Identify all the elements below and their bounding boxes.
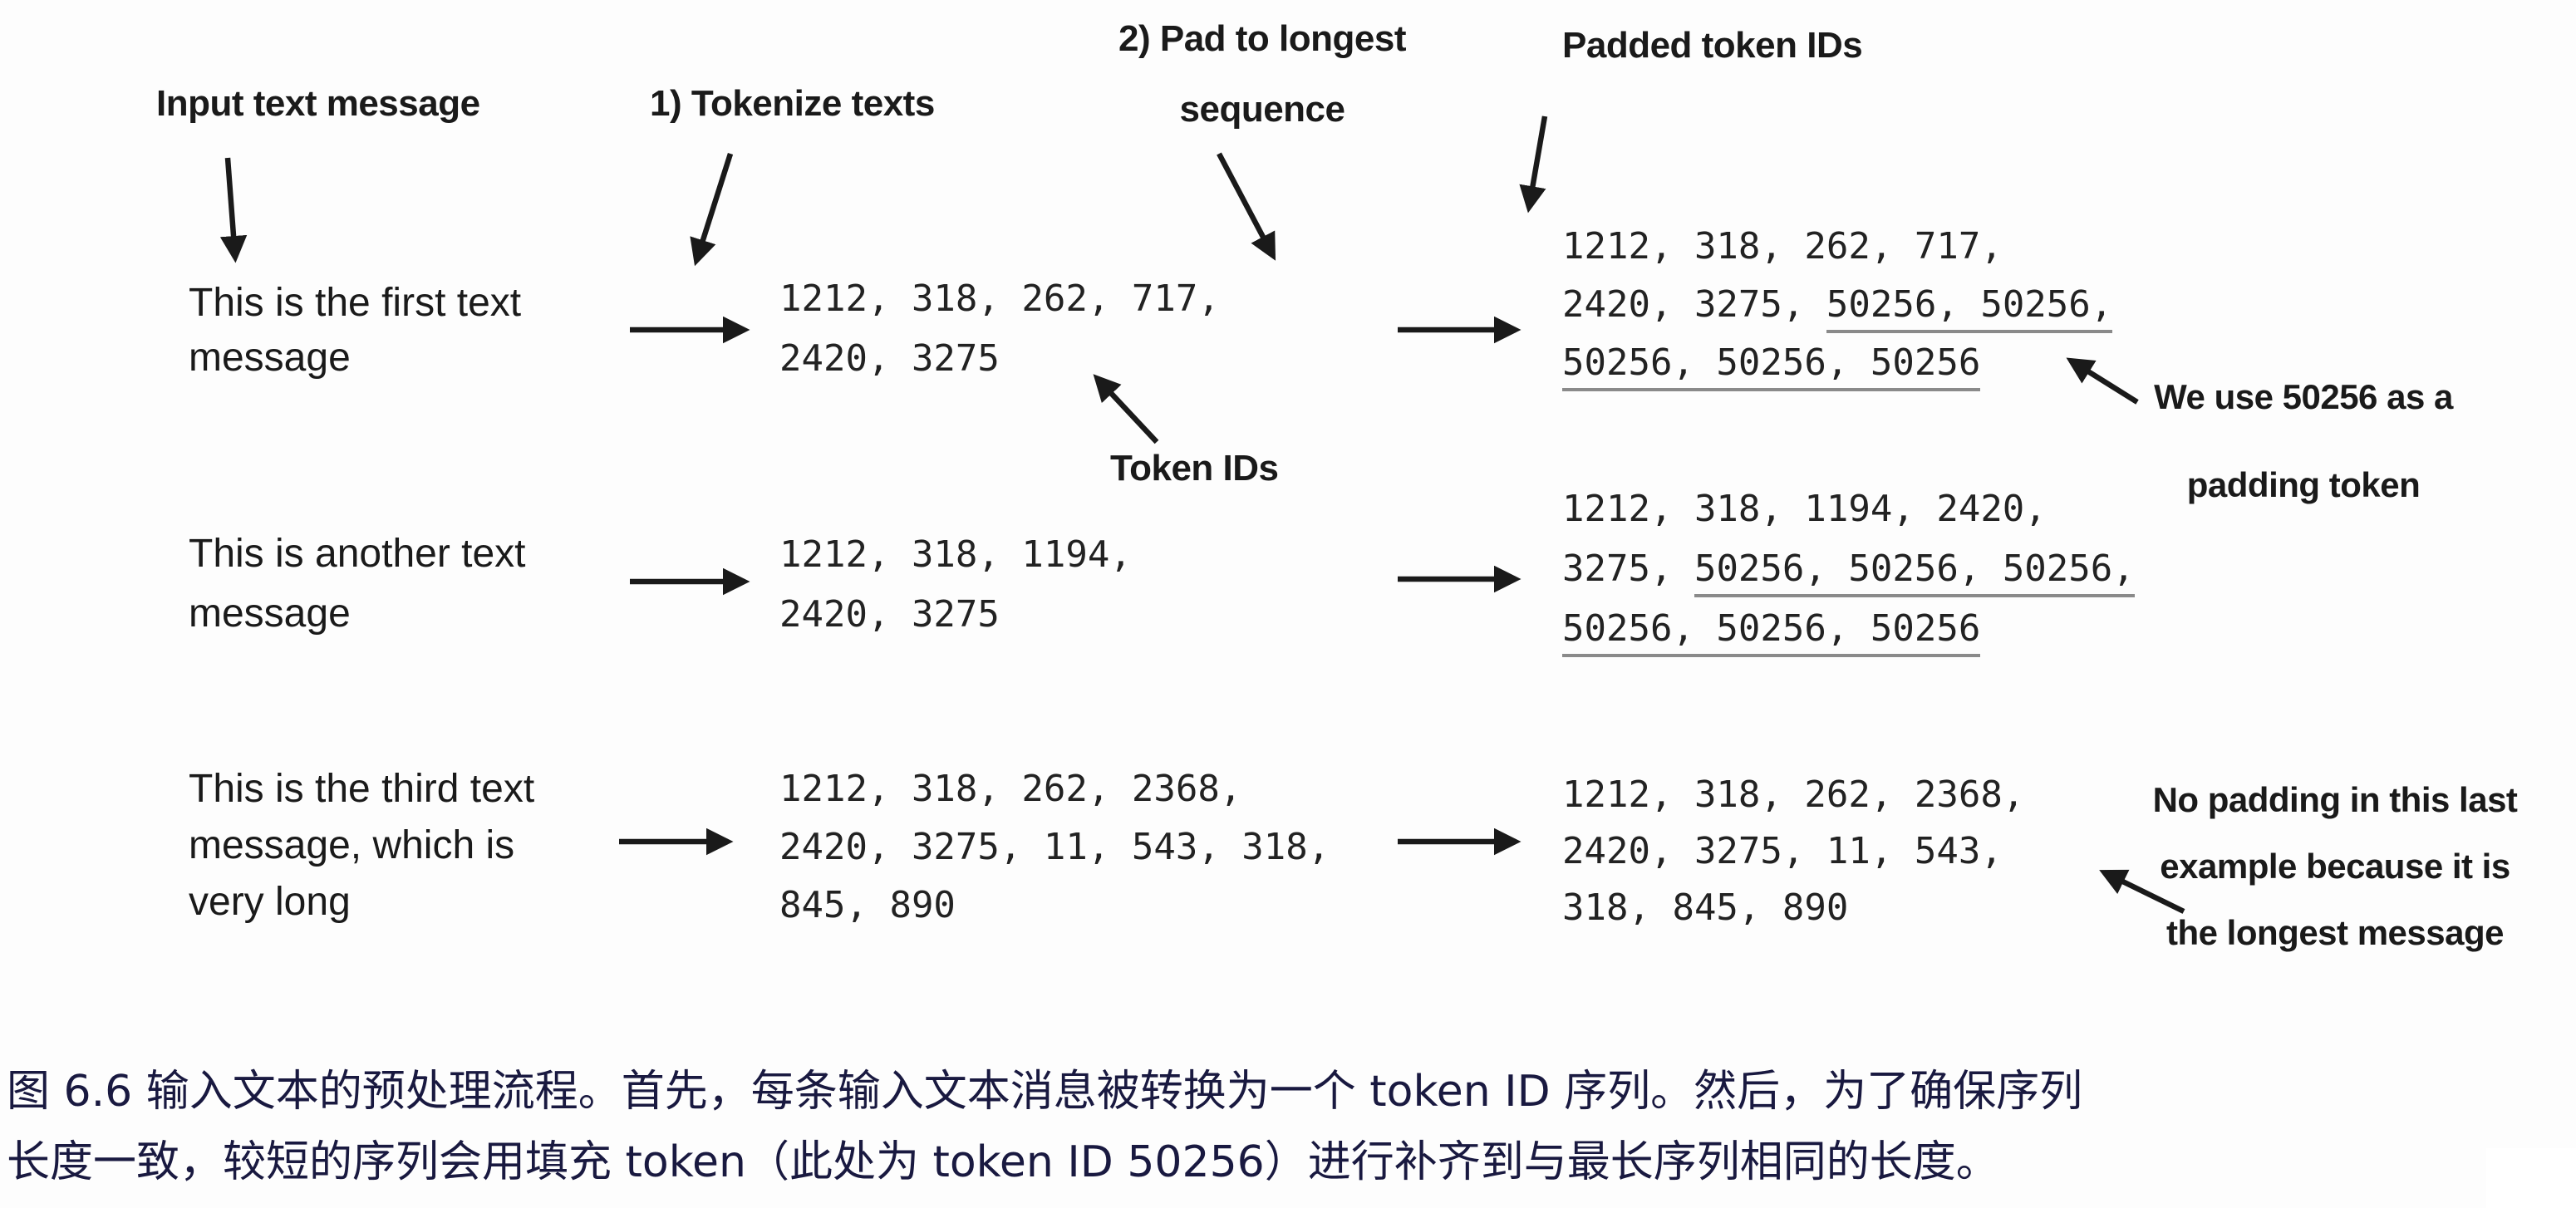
padded-ids: 2420, 3275, bbox=[1562, 283, 1826, 326]
padded-token-ids-text-1: 1212, 318, 262, 717, 2420, 3275, 50256, … bbox=[1562, 218, 2113, 392]
arrow-tokenize-label bbox=[690, 153, 734, 267]
token-ids-text-1: 1212, 318, 262, 717, 2420, 3275 bbox=[779, 269, 1220, 389]
padded-token-ids-text-2: 1212, 318, 1194, 2420, 3275, 50256, 5025… bbox=[1562, 479, 2135, 659]
arrow-padded-label bbox=[1519, 115, 1548, 214]
padding-note-line: We use 50256 as a bbox=[2154, 377, 2453, 416]
figure-caption: 图 6.6 输入文本的预处理流程。首先，每条输入文本消息被转换为一个 token… bbox=[7, 1057, 2569, 1198]
padded-line: 1212, 318, 262, 2368, bbox=[1562, 767, 2024, 823]
padded-line: 2420, 3275, 50256, 50256, bbox=[1562, 276, 2113, 334]
padding-note: We use 50256 as a padding token bbox=[2096, 353, 2511, 529]
message-line: message, which is bbox=[189, 823, 515, 867]
padded-line: 1212, 318, 262, 717, bbox=[1562, 218, 2112, 276]
message-line: This is the first text bbox=[189, 281, 522, 325]
message-line: very long bbox=[189, 880, 351, 924]
padded-ids: 318, 845, 890 bbox=[1562, 886, 1849, 929]
longest-note: No padding in this last example because … bbox=[2127, 767, 2543, 966]
padded-line: 1212, 318, 1194, 2420, bbox=[1562, 479, 2135, 539]
arrow-token-ids-note bbox=[1093, 374, 1159, 444]
token-line: 2420, 3275 bbox=[779, 593, 1000, 636]
longest-note-line: No padding in this last bbox=[2152, 780, 2518, 819]
padded-ids: 1212, 318, 262, 717, bbox=[1562, 225, 2003, 268]
label-tokenize-texts: 1) Tokenize texts bbox=[650, 83, 935, 124]
token-line: 2420, 3275 bbox=[779, 337, 1000, 380]
label-padded-token-ids: Padded token IDs bbox=[1562, 25, 1863, 66]
token-ids-text-2: 1212, 318, 1194, 2420, 3275 bbox=[779, 525, 1132, 645]
message-line: message bbox=[189, 592, 351, 636]
message-line: This is another text bbox=[189, 532, 526, 576]
padded-token-ids-text-3: 1212, 318, 262, 2368, 2420, 3275, 11, 54… bbox=[1562, 767, 2024, 936]
padded-ids: 1212, 318, 1194, 2420, bbox=[1562, 488, 2047, 530]
arrow-padding-note bbox=[2066, 357, 2139, 405]
token-line: 1212, 318, 1194, bbox=[779, 533, 1132, 576]
message-line: message bbox=[189, 336, 351, 380]
background-patch bbox=[2486, 1148, 2576, 1208]
longest-note-line: example because it is bbox=[2160, 847, 2510, 886]
token-line: 1212, 318, 262, 2368, bbox=[779, 768, 1242, 810]
label-token-ids: Token IDs bbox=[1110, 448, 1279, 489]
padded-ids: 1212, 318, 262, 2368, bbox=[1562, 773, 2025, 816]
longest-note-line: the longest message bbox=[2166, 913, 2504, 952]
caption-line-2: 长度一致，较短的序列会用填充 token（此处为 token ID 50256）… bbox=[7, 1137, 1999, 1187]
token-line: 845, 890 bbox=[779, 884, 956, 926]
padded-line: 318, 845, 890 bbox=[1562, 880, 2024, 936]
token-line: 1212, 318, 262, 717, bbox=[779, 277, 1220, 320]
token-line: 2420, 3275, 11, 543, 318, bbox=[779, 826, 1330, 868]
message-line: This is the third text bbox=[189, 767, 535, 811]
message-text-2: This is another text message bbox=[189, 524, 526, 644]
padded-line: 3275, 50256, 50256, 50256, bbox=[1562, 539, 2135, 599]
padded-ids: 3275, bbox=[1562, 548, 1694, 590]
label-pad-line2: sequence bbox=[1179, 89, 1345, 130]
padding-ids-underlined: 50256, 50256, 50256, bbox=[1694, 548, 2135, 597]
label-pad-to-longest: 2) Pad to longest sequence bbox=[1079, 3, 1445, 145]
arrow-longest-note bbox=[2099, 869, 2185, 914]
token-ids-text-3: 1212, 318, 262, 2368, 2420, 3275, 11, 54… bbox=[779, 760, 1330, 935]
padded-line: 50256, 50256, 50256 bbox=[1562, 334, 2112, 392]
arrow-input-label bbox=[219, 157, 248, 263]
padding-ids-underlined: 50256, 50256, bbox=[1826, 283, 2113, 333]
padding-ids-underlined: 50256, 50256, 50256 bbox=[1562, 607, 1981, 657]
label-pad-line1: 2) Pad to longest bbox=[1118, 18, 1406, 59]
padded-line: 50256, 50256, 50256 bbox=[1562, 599, 2135, 659]
padded-line: 2420, 3275, 11, 543, bbox=[1562, 823, 2024, 880]
padding-ids-underlined: 50256, 50256, 50256 bbox=[1562, 341, 1981, 391]
label-input-text-message: Input text message bbox=[156, 83, 480, 124]
message-text-1: This is the first text message bbox=[189, 276, 521, 385]
caption-line-1: 图 6.6 输入文本的预处理流程。首先，每条输入文本消息被转换为一个 token… bbox=[7, 1067, 2083, 1117]
padded-ids: 2420, 3275, 11, 543, bbox=[1562, 830, 2003, 872]
message-text-3: This is the third text message, which is… bbox=[189, 761, 534, 931]
arrow-pad-label bbox=[1217, 152, 1276, 261]
padding-note-line: padding token bbox=[2186, 465, 2421, 504]
